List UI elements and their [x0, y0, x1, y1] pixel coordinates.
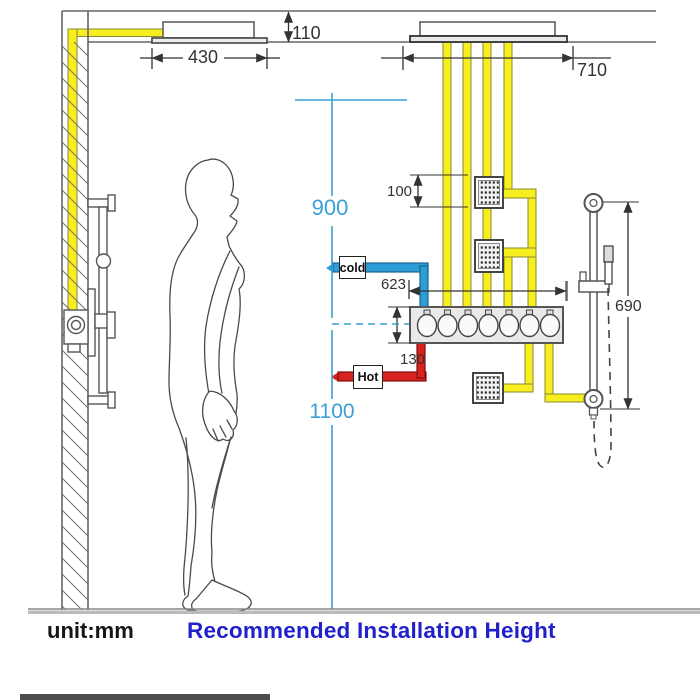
- slider-knob: [95, 253, 112, 269]
- floor-line: [28, 608, 700, 614]
- dimension-lines: [140, 11, 640, 609]
- far-foot: [190, 579, 252, 612]
- thermostatic-valve: [409, 306, 564, 344]
- dimension-label-1100: 1100: [309, 400, 355, 423]
- dimension-label-710: 710: [577, 60, 608, 80]
- hot-supply-label: Hot: [353, 365, 383, 389]
- dimension-623: [408, 280, 568, 301]
- dimension-430: [140, 48, 280, 69]
- dimension-label-100: 100: [387, 183, 413, 200]
- valve-knob-2: [437, 309, 458, 338]
- body-jet-1: [474, 176, 504, 209]
- handshower-branch: [544, 393, 588, 403]
- hand-shower: [603, 245, 614, 285]
- dimension-710: [381, 46, 611, 70]
- top-bracket: [87, 198, 111, 208]
- dimension-690: [600, 201, 640, 410]
- valve-knob-3: [457, 309, 479, 338]
- hand-shower-slide-bar: [578, 193, 610, 420]
- page-title: Recommended Installation Height: [187, 618, 556, 643]
- bottom-shadow-bar: [20, 694, 270, 700]
- cold-supply-label: cold: [339, 256, 366, 279]
- hand-shower-holder: [578, 280, 610, 293]
- dimension-label-130: 130: [400, 351, 426, 368]
- wall-mounted-shower-unit: [63, 194, 116, 409]
- slide-bar-side: [98, 206, 108, 394]
- dimension-130: [388, 306, 410, 344]
- jet3-branch: [502, 383, 534, 393]
- dimension-100: [410, 174, 468, 208]
- valve-knob-4: [478, 309, 499, 338]
- dimension-label-110: 110: [292, 23, 321, 43]
- valve-knob-1: [416, 309, 438, 338]
- holder-knob: [579, 271, 587, 282]
- dimension-label-430: 430: [187, 47, 219, 67]
- dimension-label-690: 690: [613, 298, 644, 315]
- body-jet-2: [474, 239, 504, 273]
- height-reference-line: [295, 93, 409, 609]
- valve-knob-6: [519, 309, 540, 338]
- valve-knob-5: [498, 309, 520, 338]
- valve-knob-7: [539, 309, 561, 338]
- shower-hose-dashed: [593, 287, 612, 469]
- bottom-bracket: [87, 395, 111, 405]
- ceiling-shower-head-large: [409, 21, 568, 43]
- ceiling-shower-head-small: [151, 21, 268, 44]
- mount-plate: [87, 288, 96, 357]
- jet2-branch: [502, 247, 537, 258]
- hand: [201, 390, 238, 442]
- dimension-label-900: 900: [311, 195, 349, 220]
- unit-note: unit:mm: [47, 618, 134, 643]
- body-jet-3: [472, 372, 504, 404]
- human-figure: [168, 158, 252, 612]
- jet1-branch: [502, 188, 537, 199]
- hose-nipple: [588, 407, 599, 416]
- shower-supply-pipes: [442, 41, 588, 403]
- dimension-label-623: 623: [380, 276, 406, 293]
